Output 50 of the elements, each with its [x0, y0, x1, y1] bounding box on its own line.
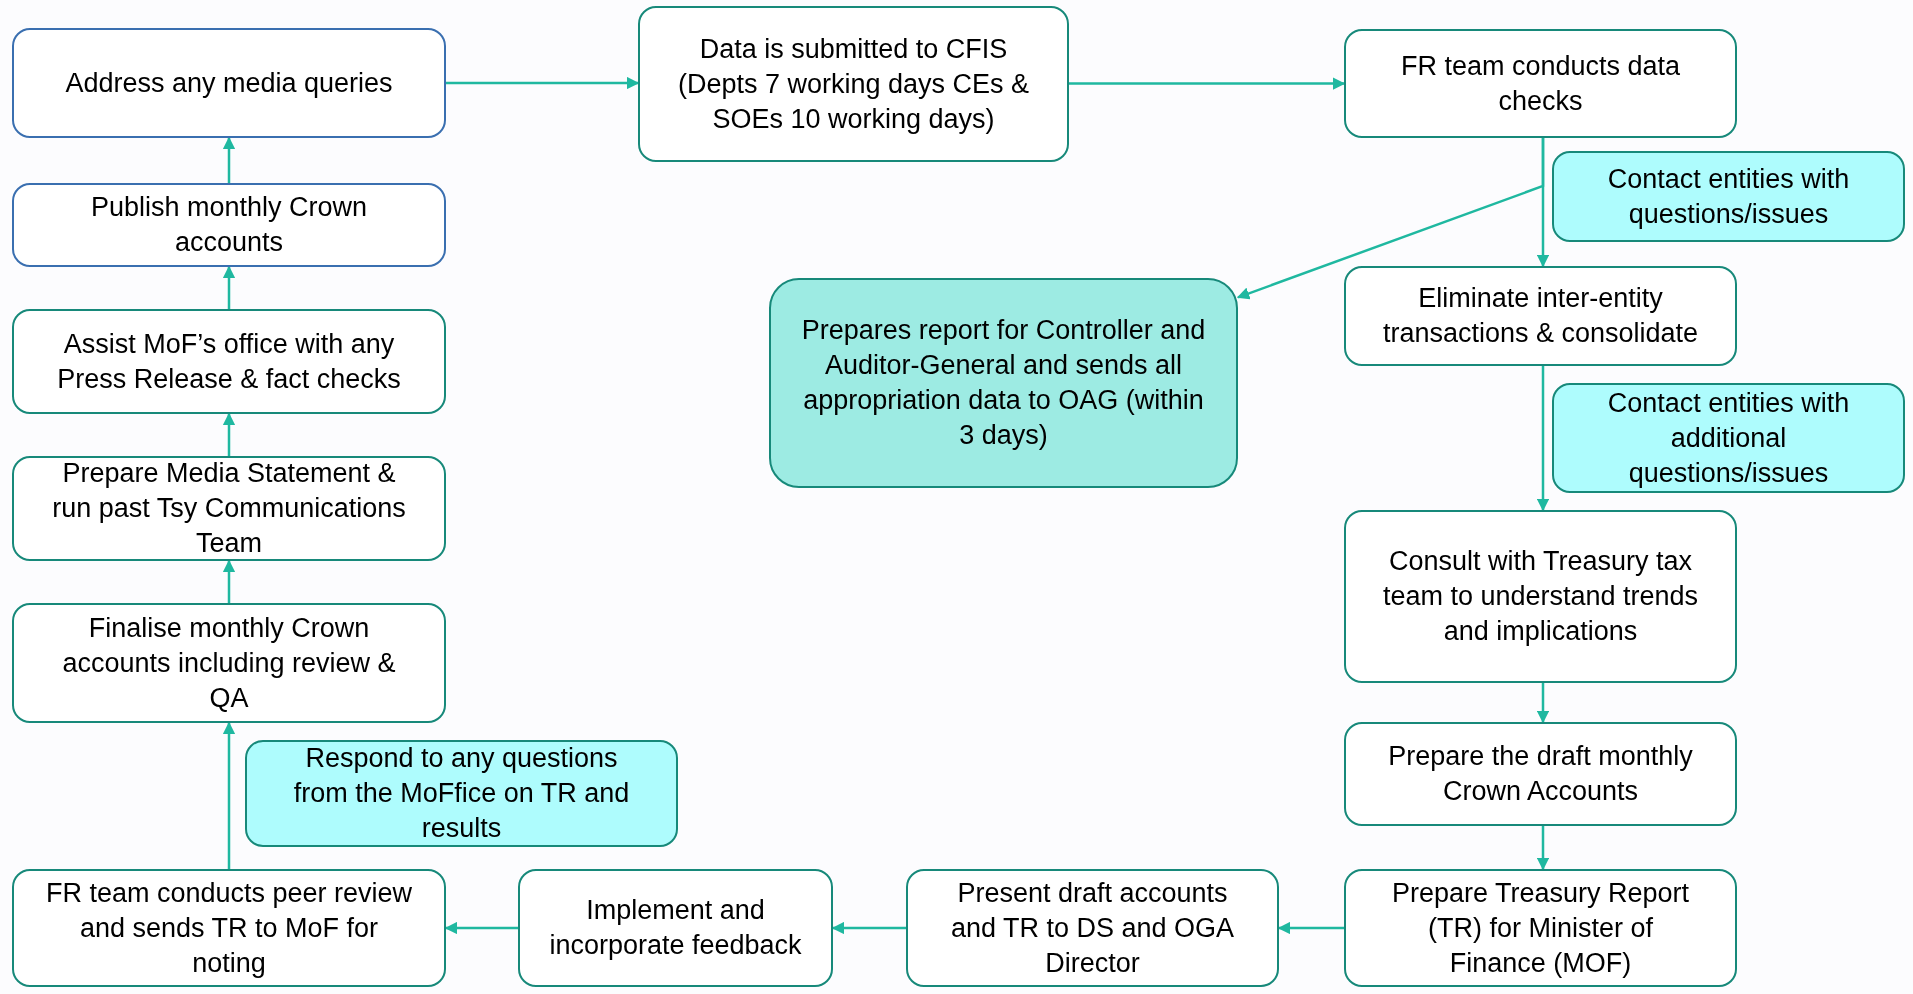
arrow [1277, 921, 1344, 935]
box-text: Data is submitted to CFIS (Depts 7 working days CEs & SOEs 10 working days) [676, 32, 1031, 136]
arrow [1536, 683, 1550, 724]
box-text: Present draft accounts and TR to DS and OGA Director [949, 876, 1236, 980]
box-text: Contact entities with questions/issues [1606, 162, 1851, 231]
arrow [222, 559, 236, 603]
process-box [1344, 510, 1737, 683]
process-box [12, 309, 446, 414]
box-text: Implement and incorporate feedback [548, 894, 803, 962]
process-box [1344, 722, 1737, 826]
arrow [222, 136, 236, 183]
process-box [1344, 869, 1737, 987]
box-text: Consult with Treasury tax team to understand trends and implications [1381, 545, 1700, 648]
note-box [245, 740, 678, 847]
box-text: Address any media queries [65, 66, 393, 100]
process-box [1344, 29, 1737, 138]
arrow [222, 412, 236, 456]
box-text: Finalise monthly Crown accounts including review & QA [61, 611, 397, 715]
arrow [1069, 77, 1346, 90]
box-text: Prepare Media Statement & run past Tsy Communications Team [51, 457, 407, 560]
box-text: Publish monthly Crown accounts [89, 191, 369, 259]
process-box [518, 869, 833, 987]
process-box [1344, 266, 1737, 366]
box-text: FR team conducts peer review and sends TR to MoF for noting [44, 876, 414, 980]
box-text: Prepare the draft monthly Crown Accounts [1387, 740, 1694, 808]
box-text: Respond to any questions from the MoFfice on TR and results [292, 742, 631, 845]
arrow [222, 721, 236, 869]
box-text: Contact entities with additional questions/issues [1606, 386, 1851, 490]
arrow [1536, 826, 1550, 871]
note-box [1552, 383, 1905, 493]
process-box [12, 28, 446, 138]
box-text: Prepares report for Controller and Auditor-General and sends all appropriation data to OAG (within 3 days) [800, 314, 1207, 452]
box-text: Prepare Treasury Report (TR) for Minister of Finance (MOF) [1390, 876, 1691, 980]
process-box [906, 869, 1279, 987]
process-box [638, 6, 1069, 162]
note-box [1552, 151, 1905, 242]
process-box [12, 603, 446, 723]
arrow [1536, 366, 1550, 512]
report-box [769, 278, 1238, 488]
arrow [1236, 138, 1545, 300]
arrow [831, 921, 906, 935]
process-box [12, 456, 446, 561]
box-text: Assist MoF’s office with any Press Release & fact checks [56, 327, 402, 396]
arrow [446, 76, 640, 90]
process-box [12, 183, 446, 267]
arrow [222, 265, 236, 309]
process-box [12, 869, 446, 987]
box-text: FR team conducts data checks [1399, 49, 1682, 118]
arrow [444, 921, 518, 935]
box-text: Eliminate inter-entity transactions & consolidate [1381, 282, 1700, 350]
